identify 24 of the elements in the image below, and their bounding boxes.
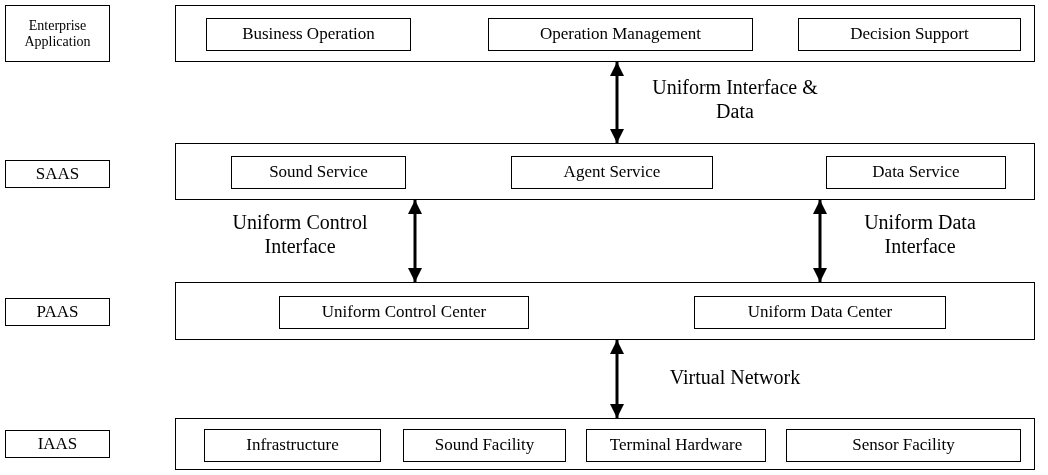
layer-band [175,5,1035,62]
component-box: Data Service [826,156,1006,189]
component-box: Infrastructure [204,429,381,462]
layer-label: IAAS [5,430,110,458]
component-box: Sound Facility [403,429,566,462]
component-box: Terminal Hardware [586,429,766,462]
component-box: Sound Service [231,156,406,189]
arrow [813,200,827,282]
component-box: Agent Service [511,156,713,189]
component-box: Operation Management [488,18,753,51]
layer-band [175,143,1035,200]
layer-label: SAAS [5,160,110,188]
component-box: Business Operation [206,18,411,51]
arrow [610,340,624,418]
layer-band [175,418,1035,470]
layer-label: Enterprise Application [5,5,110,62]
layer-band [175,282,1035,340]
component-box: Uniform Data Center [694,296,946,329]
component-box: Uniform Control Center [279,296,529,329]
layer-label: PAAS [5,298,110,326]
arrow [610,62,624,143]
arrow [408,200,422,282]
component-box: Decision Support [798,18,1021,51]
component-box: Sensor Facility [786,429,1021,462]
